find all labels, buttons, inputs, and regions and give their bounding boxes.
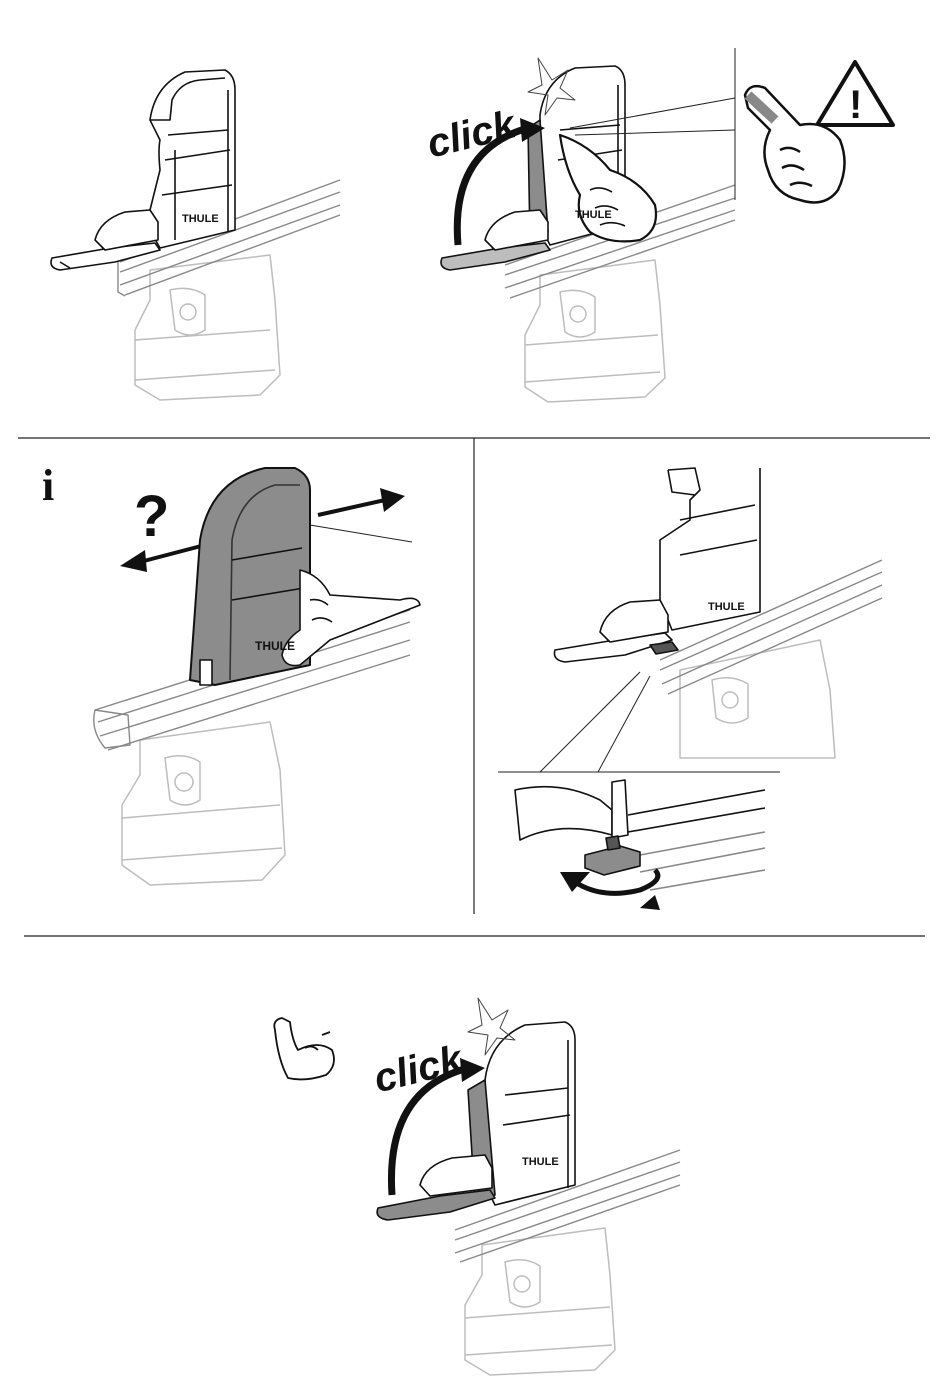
arrow-right: [318, 500, 385, 515]
thule-logo-3: THULE: [255, 639, 295, 653]
question-mark-icon: ?: [134, 484, 169, 549]
thule-logo-5: THULE: [522, 1156, 559, 1168]
roof-foot-4: [680, 640, 835, 758]
panel-step-1: THULE: [51, 70, 340, 400]
holding-hand: [282, 570, 420, 666]
click-text-2: click: [423, 102, 522, 167]
panel-step-3: i ?: [42, 461, 420, 885]
t-bolt: [585, 846, 640, 875]
strong-arm-icon: [274, 1018, 334, 1079]
thule-logo-1: THULE: [182, 213, 219, 225]
roof-foot: [135, 255, 280, 400]
panel-step-4: THULE: [498, 468, 882, 910]
thule-logo-4: THULE: [708, 601, 745, 613]
roof-foot-5: [465, 1228, 615, 1375]
thule-logo-2: THULE: [575, 209, 612, 221]
roof-foot-2: [525, 260, 665, 402]
zoom-inset: [515, 780, 765, 910]
clamp-lever: [51, 210, 160, 270]
panel-step-2: click THULE: [423, 48, 735, 402]
click-text-5: click: [370, 1037, 469, 1102]
info-icon: i: [42, 461, 54, 510]
warning-triangle-icon: !: [817, 62, 893, 127]
warning-symbol: !: [849, 83, 862, 127]
panel-step-5: click THULE: [274, 998, 680, 1375]
roof-foot-3: [122, 722, 285, 885]
t-bolt-small: [650, 642, 678, 654]
